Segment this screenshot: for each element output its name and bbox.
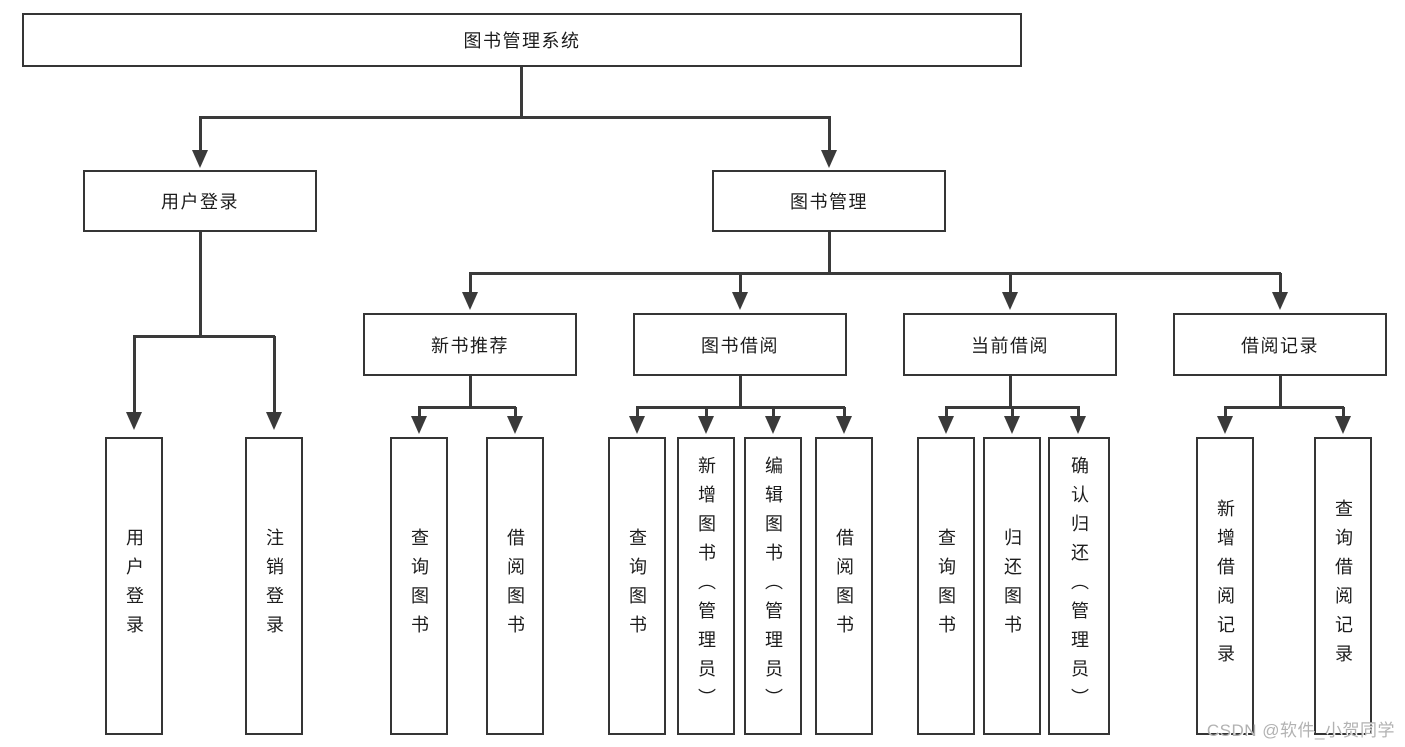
arrow-login-leaf2-icon [266,412,282,430]
edge-b-stem [739,376,742,407]
leaf-borrow-book-recommend: 借阅图书 [486,437,544,735]
edge-login-stem [199,232,202,336]
arrow-l3a-icon [462,292,478,310]
arrow-login-leaf1-icon [126,412,142,430]
leaf-add-book-admin: 新增图书（管理员） [677,437,735,735]
arrow-c1-icon [938,416,954,434]
edge-login-bar [133,335,275,338]
edge-d-bar [1224,406,1344,409]
node-book-mgmt: 图书管理 [712,170,946,232]
leaf-label: 用户登录 [124,528,144,644]
edge-mgmt-bar [469,272,1281,275]
edge-l3a-drop [469,273,472,295]
edge-l3b-drop [739,273,742,295]
arrow-b3-icon [765,416,781,434]
edge-login-leaf2-stem [273,336,276,415]
leaf-logout: 注销登录 [245,437,303,735]
leaf-label: 新增图书（管理员） [696,455,716,717]
node-current-borrow: 当前借阅 [903,313,1117,376]
edge-to-login-stem [199,117,202,153]
edge-c2-stem [1011,407,1014,419]
edge-root-bar [199,116,831,119]
leaf-return-book: 归还图书 [983,437,1041,735]
edge-b-bar [636,406,845,409]
node-root-library-system: 图书管理系统 [22,13,1022,67]
arrow-d1-icon [1217,416,1233,434]
edge-a-bar [418,406,516,409]
arrow-d2-icon [1335,416,1351,434]
arrow-b2-icon [698,416,714,434]
leaf-user-login: 用户登录 [105,437,163,735]
leaf-label: 借阅图书 [834,528,854,644]
edge-c3-stem [1077,407,1080,419]
arrow-to-mgmt-icon [821,150,837,168]
node-borrow-record: 借阅记录 [1173,313,1387,376]
node-book-borrow: 图书借阅 [633,313,847,376]
leaf-query-book-current: 查询图书 [917,437,975,735]
edge-a-stem [469,376,472,407]
edge-b2-stem [705,407,708,419]
leaf-label: 归还图书 [1002,528,1022,644]
leaf-label: 查询借阅记录 [1333,499,1353,673]
edge-d1-stem [1224,407,1227,419]
leaf-label: 查询图书 [936,528,956,644]
edge-l3c-drop [1009,273,1012,295]
arrow-a2-icon [507,416,523,434]
edge-c-stem [1009,376,1012,407]
edge-l3d-drop [1279,273,1282,295]
edge-login-leaf1-stem [133,336,136,415]
csdn-watermark: CSDN @软件_小贺同学 [1206,721,1395,740]
leaf-confirm-return-admin: 确认归还（管理员） [1048,437,1110,735]
leaf-label: 借阅图书 [505,528,525,644]
edge-b3-stem [772,407,775,419]
leaf-label: 注销登录 [264,528,284,644]
node-new-book-recommend: 新书推荐 [363,313,577,376]
leaf-query-book-borrow: 查询图书 [608,437,666,735]
edge-b4-stem [843,407,846,419]
arrow-b1-icon [629,416,645,434]
edge-root-stem [520,67,523,117]
arrow-c2-icon [1004,416,1020,434]
leaf-label: 编辑图书（管理员） [763,455,783,717]
edge-d-stem [1279,376,1282,407]
arrow-l3c-icon [1002,292,1018,310]
edge-a2-stem [514,407,517,419]
arrow-c3-icon [1070,416,1086,434]
arrow-l3b-icon [732,292,748,310]
leaf-add-borrow-record: 新增借阅记录 [1196,437,1254,735]
edge-mgmt-stem [828,232,831,273]
leaf-label: 查询图书 [409,528,429,644]
leaf-query-borrow-record: 查询借阅记录 [1314,437,1372,735]
edge-b1-stem [636,407,639,419]
arrow-a1-icon [411,416,427,434]
arrow-to-login-icon [192,150,208,168]
arrow-l3d-icon [1272,292,1288,310]
leaf-edit-book-admin: 编辑图书（管理员） [744,437,802,735]
node-user-login: 用户登录 [83,170,317,232]
leaf-query-book-recommend: 查询图书 [390,437,448,735]
edge-c1-stem [945,407,948,419]
edge-to-mgmt-stem [828,117,831,153]
leaf-label: 新增借阅记录 [1215,499,1235,673]
edge-a1-stem [418,407,421,419]
leaf-label: 查询图书 [627,528,647,644]
edge-d2-stem [1342,407,1345,419]
leaf-borrow-book: 借阅图书 [815,437,873,735]
leaf-label: 确认归还（管理员） [1069,455,1089,717]
arrow-b4-icon [836,416,852,434]
